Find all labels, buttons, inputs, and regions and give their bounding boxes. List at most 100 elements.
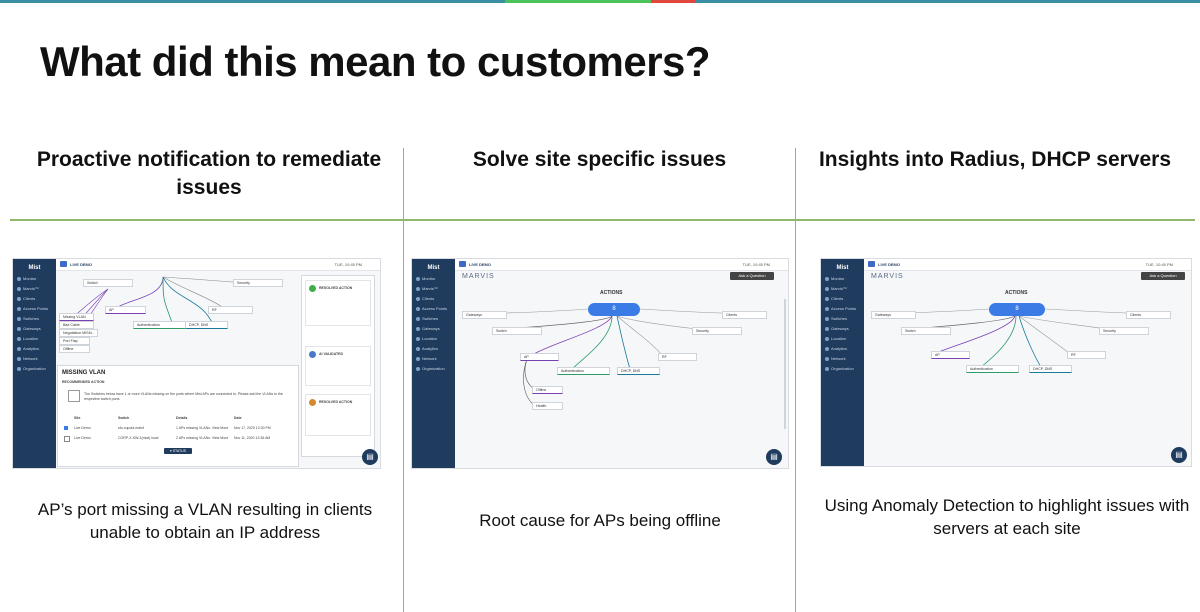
nav-item-switches[interactable]: Switches <box>13 311 56 321</box>
gateways-icon <box>825 326 829 331</box>
column-divider-1 <box>403 148 404 612</box>
node-rf[interactable]: RF <box>658 353 697 361</box>
node-clients[interactable]: Clients <box>1126 311 1171 319</box>
node-dhcp-dns[interactable]: DHCP, DNS <box>617 367 660 375</box>
nav-item-switches[interactable]: Switches <box>412 311 455 321</box>
nav-item-organization[interactable]: Organization <box>821 361 864 371</box>
site-name[interactable]: LIVE DEMO <box>469 262 492 267</box>
nav-item-network[interactable]: Network <box>412 351 455 361</box>
node-switch[interactable]: Switch <box>492 327 542 335</box>
node-authentication[interactable]: Authentication <box>133 321 188 329</box>
actions-label: ACTIONS <box>600 290 623 296</box>
action-graph-links <box>471 308 753 406</box>
missing-vlan-description: The Switches below have 1 or more VLANs … <box>84 392 283 401</box>
node-switch[interactable]: Switch <box>901 327 951 335</box>
nav-item-organization[interactable]: Organization <box>412 361 455 371</box>
nav-item-network[interactable]: Network <box>821 351 864 361</box>
site-name[interactable]: LIVE DEMO <box>878 262 901 267</box>
node-dhcp-dns[interactable]: DHCP, DNS <box>185 321 228 329</box>
node-gateways[interactable]: Gateways <box>871 311 916 319</box>
nav-item-clients[interactable]: Clients <box>412 291 455 301</box>
node-port-flap[interactable]: Port Flap <box>59 337 90 345</box>
gateways-icon <box>17 326 21 331</box>
nav-item-access-points[interactable]: Access Points <box>412 301 455 311</box>
node-rf[interactable]: RF <box>208 306 253 314</box>
nav-item-monitor[interactable]: Monitor <box>412 271 455 281</box>
screenshot-site-issues: Mist Monitor Marvis™ Clients Access Poin… <box>411 258 789 469</box>
node-authentication[interactable]: Authentication <box>557 367 610 375</box>
nav-item-monitor[interactable]: Monitor <box>821 271 864 281</box>
monitor-icon <box>17 276 21 281</box>
nav-item-clients[interactable]: Clients <box>821 291 864 301</box>
nav-item-clients[interactable]: Clients <box>13 291 56 301</box>
nav-item-location[interactable]: Location <box>13 331 56 341</box>
action-card-status: AI VALIDATED <box>319 352 343 356</box>
marvis-title: MARVIS <box>462 273 495 280</box>
analytics-icon <box>17 346 21 351</box>
ask-question-button[interactable]: Ask a Question <box>1141 272 1185 280</box>
row-checkbox[interactable] <box>64 436 70 442</box>
ask-question-button[interactable]: Ask a Question <box>730 272 774 280</box>
node-authentication[interactable]: Authentication <box>966 365 1019 373</box>
node-gateways[interactable]: Gateways <box>462 311 507 319</box>
nav-item-marvis[interactable]: Marvis™ <box>13 281 56 291</box>
row-switch: CORP-X-SW-1(mist) local <box>118 436 159 440</box>
book-icon[interactable]: ▤ <box>362 449 378 465</box>
marvis-icon <box>416 286 420 291</box>
action-card-3[interactable]: RESOLVED ACTION <box>305 394 371 436</box>
node-negotiation-mismatch[interactable]: Negotiation MISM... <box>59 329 98 337</box>
node-security[interactable]: Security <box>692 327 742 335</box>
node-clients[interactable]: Clients <box>722 311 767 319</box>
node-dhcp-dns[interactable]: DHCP, DNS <box>1029 365 1072 373</box>
nav-item-analytics[interactable]: Analytics <box>13 341 56 351</box>
col-header-details: Details <box>176 416 188 420</box>
row-details[interactable]: 1 APs missing VLANs. View More <box>176 426 229 430</box>
node-ap[interactable]: AP <box>105 306 146 314</box>
node-ap[interactable]: AP <box>520 353 559 361</box>
node-offline[interactable]: Offline <box>532 386 563 394</box>
node-offline[interactable]: Offline <box>59 345 90 353</box>
monitor-icon <box>825 276 829 281</box>
book-icon[interactable]: ▤ <box>1171 447 1187 463</box>
site-name[interactable]: LIVE DEMO <box>70 262 93 267</box>
node-security[interactable]: Security <box>233 279 283 287</box>
nav-item-analytics[interactable]: Analytics <box>821 341 864 351</box>
nav-item-gateways[interactable]: Gateways <box>13 321 56 331</box>
nav-item-location[interactable]: Location <box>412 331 455 341</box>
node-ap[interactable]: AP <box>931 351 970 359</box>
nav-item-network[interactable]: Network <box>13 351 56 361</box>
node-switch[interactable]: Switch <box>83 279 133 287</box>
book-icon[interactable]: ▤ <box>766 449 782 465</box>
monitor-icon <box>416 276 420 281</box>
scrollbar[interactable] <box>784 299 786 429</box>
nav-item-organization[interactable]: Organization <box>13 361 56 371</box>
nav-item-marvis[interactable]: Marvis™ <box>412 281 455 291</box>
action-card-2[interactable]: AI VALIDATED <box>305 346 371 386</box>
node-missing-vlan[interactable]: Missing VLAN <box>59 313 94 321</box>
nav-item-marvis[interactable]: Marvis™ <box>821 281 864 291</box>
network-icon <box>416 356 420 361</box>
site-logo-icon <box>459 261 466 267</box>
actions-count-pill[interactable]: 8 <box>989 303 1045 316</box>
clients-icon <box>416 296 420 301</box>
clients-icon <box>17 296 21 301</box>
node-security[interactable]: Security <box>1099 327 1149 335</box>
node-rf[interactable]: RF <box>1067 351 1106 359</box>
actions-count-pill[interactable]: 8 <box>588 303 640 316</box>
nav-item-analytics[interactable]: Analytics <box>412 341 455 351</box>
top-red-tab <box>651 0 695 3</box>
nav-item-access-points[interactable]: Access Points <box>13 301 56 311</box>
row-checkbox[interactable] <box>64 426 68 430</box>
nav-item-monitor[interactable]: Monitor <box>13 271 56 281</box>
status-button[interactable]: ▾ STATUS <box>164 448 192 454</box>
recommended-action-label: RECOMMENDED ACTION <box>62 380 105 384</box>
row-details[interactable]: 2 APs missing VLANs. View More <box>176 436 229 440</box>
action-card-1[interactable]: RESOLVED ACTION <box>305 280 371 326</box>
nav-item-gateways[interactable]: Gateways <box>412 321 455 331</box>
nav-item-access-points[interactable]: Access Points <box>821 301 864 311</box>
node-health[interactable]: Health <box>532 402 563 410</box>
nav-item-location[interactable]: Location <box>821 331 864 341</box>
nav-item-switches[interactable]: Switches <box>821 311 864 321</box>
node-bad-cable[interactable]: Bad Cable <box>59 321 94 329</box>
nav-item-gateways[interactable]: Gateways <box>821 321 864 331</box>
